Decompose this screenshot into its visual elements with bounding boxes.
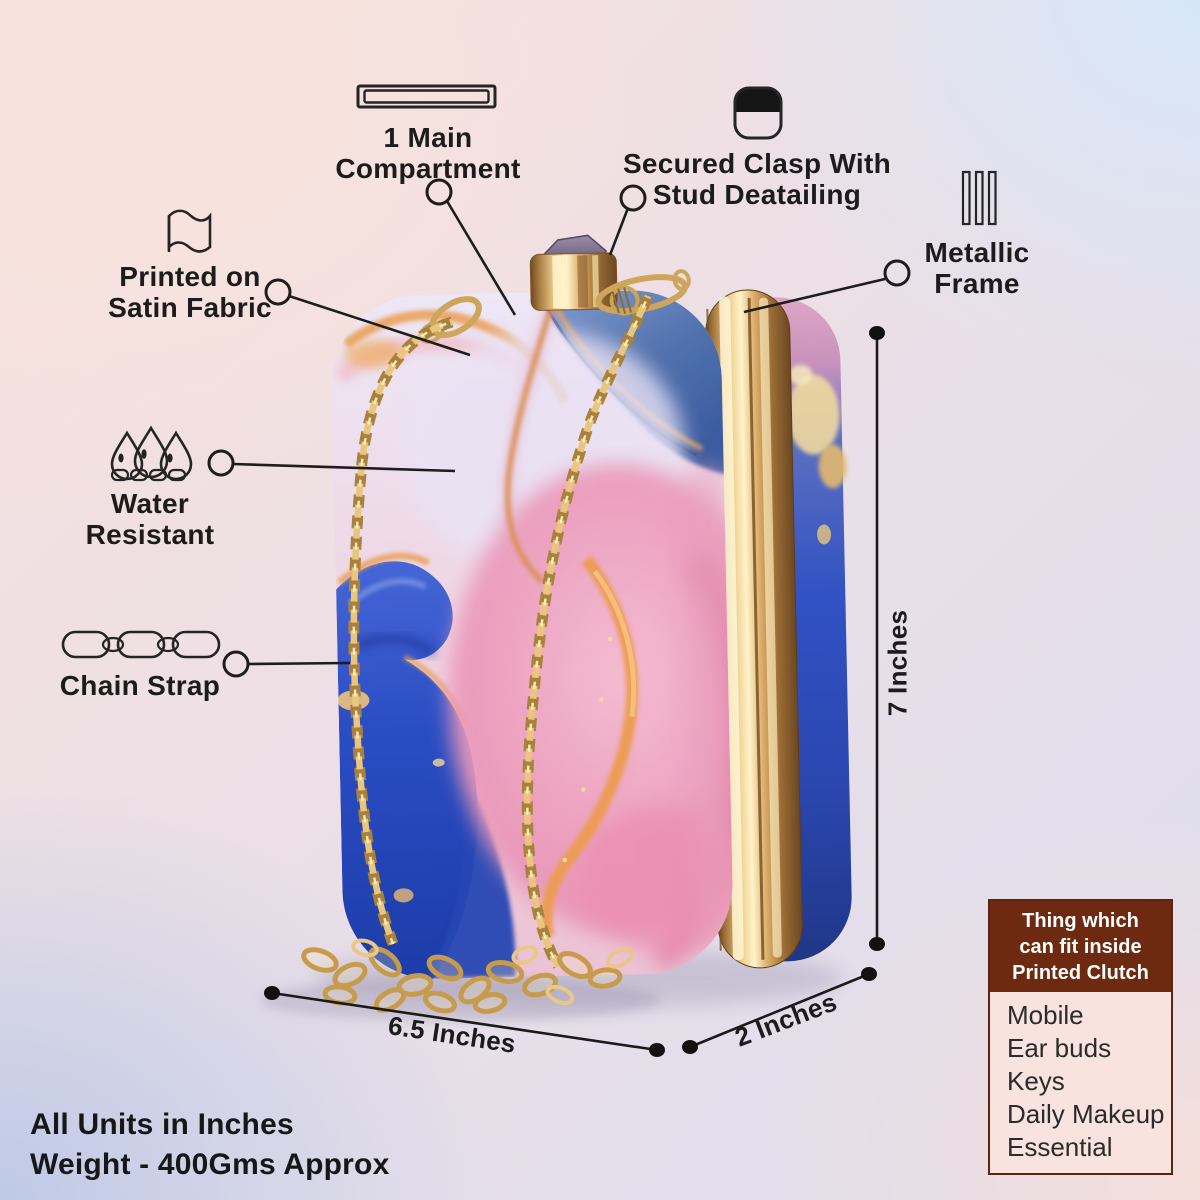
clasp-stud [529, 234, 618, 311]
label-main-compartment: 1 Main Compartment [335, 122, 520, 184]
fit-inside-box-list: Mobile Ear buds Keys Daily Makeup Essent… [990, 992, 1171, 1173]
leader-circle-compartment [425, 178, 453, 206]
title-line: Thing which [1022, 910, 1139, 932]
leader-circle-metallic [883, 259, 911, 287]
weight-note: Weight - 400Gms Approx [30, 1148, 390, 1181]
units-note: All Units in Inches [30, 1108, 294, 1141]
dimension-lines [264, 326, 885, 1057]
label-line: Printed on [119, 261, 261, 292]
compartment-icon [356, 84, 497, 109]
label-water-resistant: Water Resistant [86, 488, 215, 550]
leader-circle-chain [222, 650, 250, 678]
metallic-frame-icon [961, 170, 997, 226]
label-line: Compartment [335, 153, 521, 184]
label-line: 1 Main [383, 122, 473, 153]
label-secured-clasp: Secured Clasp With Stud Deatailing [623, 148, 891, 210]
label-line: Secured Clasp With [622, 148, 892, 179]
fit-item: Essential [1007, 1132, 1113, 1162]
label-line: Stud Deatailing [652, 179, 862, 210]
label-line: Metallic [924, 237, 1030, 268]
clutch-bag [260, 234, 852, 1022]
footer-notes: All Units in Inches Weight - 400Gms Appr… [30, 1105, 389, 1185]
fit-item: Daily Makeup [1007, 1099, 1165, 1129]
fit-item: Keys [1007, 1066, 1065, 1096]
dimension-height: 7 Inches [882, 609, 913, 717]
label-line: Chain Strap [59, 670, 221, 701]
fit-inside-box-title: Thing which can fit inside Printed Clutc… [990, 901, 1171, 992]
leader-circle-clasp [619, 184, 647, 212]
fit-item: Ear buds [1007, 1033, 1112, 1063]
label-chain-strap: Chain Strap [60, 670, 220, 701]
label-metallic-frame: Metallic Frame [924, 237, 1029, 299]
water-drops-icon [110, 425, 193, 482]
bag-front-face [329, 288, 735, 981]
feature-icons [61, 84, 997, 659]
title-line: Printed Clutch [1012, 962, 1149, 984]
leader-circle-satin [264, 278, 292, 306]
label-line: Water [110, 488, 190, 519]
chain-links-icon [61, 630, 221, 659]
leader-lines [207, 178, 911, 678]
fit-inside-box: Thing which can fit inside Printed Clutc… [988, 899, 1173, 1175]
chain-pool [260, 938, 660, 1022]
label-line: Resistant [85, 519, 215, 550]
leader-circle-water [207, 449, 235, 477]
clasp-icon [733, 86, 783, 140]
label-line: Satin Fabric [108, 292, 272, 323]
satin-flag-icon [167, 209, 212, 253]
fit-item: Mobile [1007, 1000, 1084, 1030]
label-line: Frame [934, 268, 1020, 299]
title-line: can fit inside [1019, 936, 1142, 958]
label-satin-fabric: Printed on Satin Fabric [108, 261, 272, 323]
